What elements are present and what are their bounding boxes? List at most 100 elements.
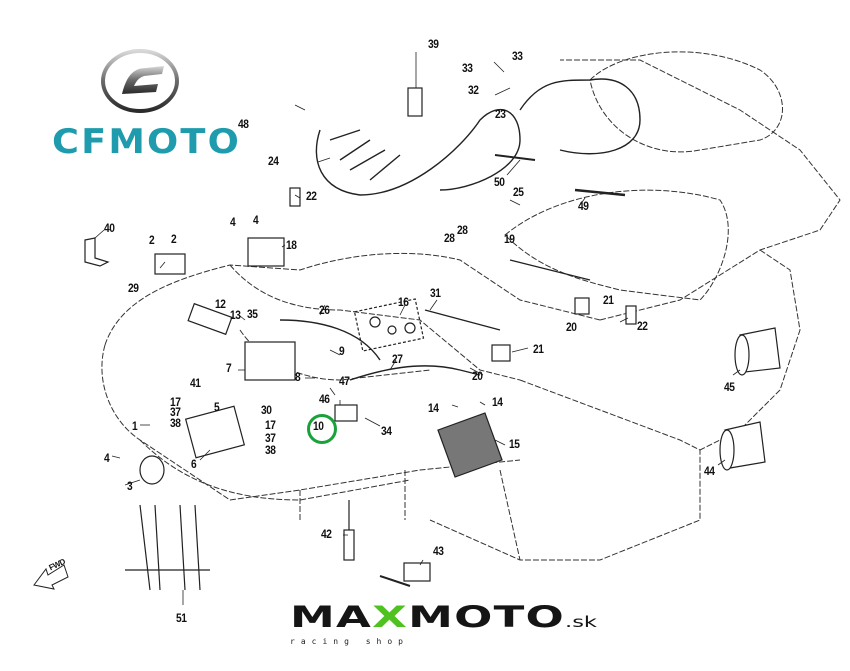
carrier-51 — [125, 504, 210, 591]
callout-part-33: 33 — [512, 49, 523, 63]
callout-part-28: 28 — [444, 231, 455, 245]
callout-part-51: 51 — [176, 611, 187, 625]
callout-part-2: 2 — [171, 232, 177, 246]
callout-part-8: 8 — [295, 370, 301, 384]
cable-19 — [509, 259, 591, 281]
callout-part-27: 27 — [392, 352, 403, 366]
callout-part-1: 1 — [132, 419, 138, 433]
callout-part-32: 32 — [468, 83, 479, 97]
rear-body-outline — [560, 59, 841, 321]
watermark-logo: MAXMOTO.sk — [290, 603, 597, 633]
callout-part-21: 21 — [533, 342, 544, 356]
callout-part-37: 37 — [170, 405, 181, 419]
callout-part-14: 14 — [492, 395, 503, 409]
callout-part-23: 23 — [495, 107, 506, 121]
floor-outline — [429, 379, 701, 561]
duct-44-mouth — [719, 429, 735, 471]
sensor-20b — [574, 297, 590, 315]
front-fender-outline — [104, 252, 601, 346]
duct-45-mouth — [734, 334, 750, 376]
callout-part-29: 29 — [128, 281, 139, 295]
watermark-tagline: racing shop — [290, 637, 409, 646]
sensor-20 — [491, 344, 511, 362]
hood-outline — [229, 264, 521, 381]
callout-part-43: 43 — [433, 544, 444, 558]
callout-part-13: 13 — [230, 308, 241, 322]
callout-part-9: 9 — [339, 344, 345, 358]
callout-part-22: 22 — [637, 319, 648, 333]
callout-part-49: 49 — [578, 199, 589, 213]
switch-panel-16 — [353, 298, 425, 352]
callout-part-30: 30 — [261, 403, 272, 417]
bracket-40 — [84, 237, 110, 267]
cfmoto-emblem-icon — [101, 49, 179, 113]
cable-26 — [279, 319, 381, 361]
switch-43-lever — [379, 575, 411, 587]
seat-back-outline — [589, 51, 783, 153]
ignition-coil-22b — [625, 305, 637, 325]
callout-part-48: 48 — [238, 117, 249, 131]
forward-arrow-icon — [33, 564, 69, 590]
callout-part-41: 41 — [190, 376, 201, 390]
horn — [139, 455, 165, 485]
callout-part-24: 24 — [268, 154, 279, 168]
lower-body-outline — [139, 439, 411, 501]
callout-part-6: 6 — [191, 457, 197, 471]
callout-part-12: 12 — [215, 297, 226, 311]
relay-29 — [154, 253, 186, 275]
callout-part-10: 10 — [313, 419, 324, 433]
tank-outline — [504, 189, 729, 301]
ignition-coil-22 — [289, 187, 301, 207]
callout-part-18: 18 — [286, 238, 297, 252]
harness-27 — [349, 365, 481, 381]
callout-part-7: 7 — [226, 361, 232, 375]
front-body-outline — [101, 344, 521, 501]
harness-branch — [329, 129, 401, 181]
callout-part-2: 2 — [149, 233, 155, 247]
callout-part-4: 4 — [253, 213, 259, 227]
callout-part-47: 47 — [339, 374, 350, 388]
callout-part-5: 5 — [214, 400, 220, 414]
fuse-12-13 — [187, 302, 233, 336]
callout-part-4: 4 — [104, 451, 110, 465]
callout-part-3: 3 — [127, 479, 133, 493]
callout-part-40: 40 — [104, 221, 115, 235]
callout-part-45: 45 — [724, 380, 735, 394]
battery — [244, 341, 296, 381]
callout-part-22: 22 — [306, 189, 317, 203]
lever-42 — [343, 529, 355, 561]
watermark-ma: MA — [290, 600, 373, 635]
ecu-module — [247, 237, 285, 267]
callout-part-21: 21 — [603, 293, 614, 307]
callout-part-17: 17 — [265, 418, 276, 432]
callout-part-20: 20 — [566, 320, 577, 334]
callout-part-35: 35 — [247, 307, 258, 321]
switch-43 — [403, 562, 431, 582]
callout-part-33: 33 — [462, 61, 473, 75]
lamp-39 — [407, 87, 423, 117]
callout-part-17: 17 — [170, 395, 181, 409]
callout-part-16: 16 — [398, 295, 409, 309]
callout-part-4: 4 — [230, 215, 236, 229]
connector-10 — [334, 404, 358, 422]
callout-part-26: 26 — [319, 303, 330, 317]
callout-part-42: 42 — [321, 527, 332, 541]
callout-part-37: 37 — [265, 431, 276, 445]
watermark-x: X — [372, 600, 409, 635]
strap-49 — [574, 188, 626, 197]
callout-part-34: 34 — [381, 424, 392, 438]
callout-part-20: 20 — [472, 369, 483, 383]
main-harness — [315, 108, 521, 196]
callout-part-39: 39 — [428, 37, 439, 51]
callout-part-31: 31 — [430, 286, 441, 300]
strap-50 — [494, 154, 536, 161]
leader-lines — [94, 52, 741, 605]
callout-part-15: 15 — [509, 437, 520, 451]
callout-part-38: 38 — [170, 416, 181, 430]
watermark-moto: MOTO — [408, 600, 566, 635]
harness-23 — [519, 78, 641, 155]
frame-lines — [299, 469, 521, 561]
callout-part-28: 28 — [457, 223, 468, 237]
callout-part-44: 44 — [704, 464, 715, 478]
